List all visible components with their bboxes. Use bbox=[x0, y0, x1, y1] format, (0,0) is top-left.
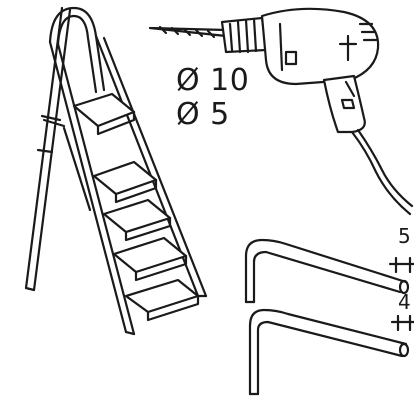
drill-bit-size-10: Ø 10 bbox=[176, 63, 250, 98]
hex-key-size-5: 5 bbox=[398, 224, 411, 248]
drill-bit-size-5: Ø 5 bbox=[176, 97, 230, 132]
hex-key-size-4: 4 bbox=[398, 290, 411, 314]
